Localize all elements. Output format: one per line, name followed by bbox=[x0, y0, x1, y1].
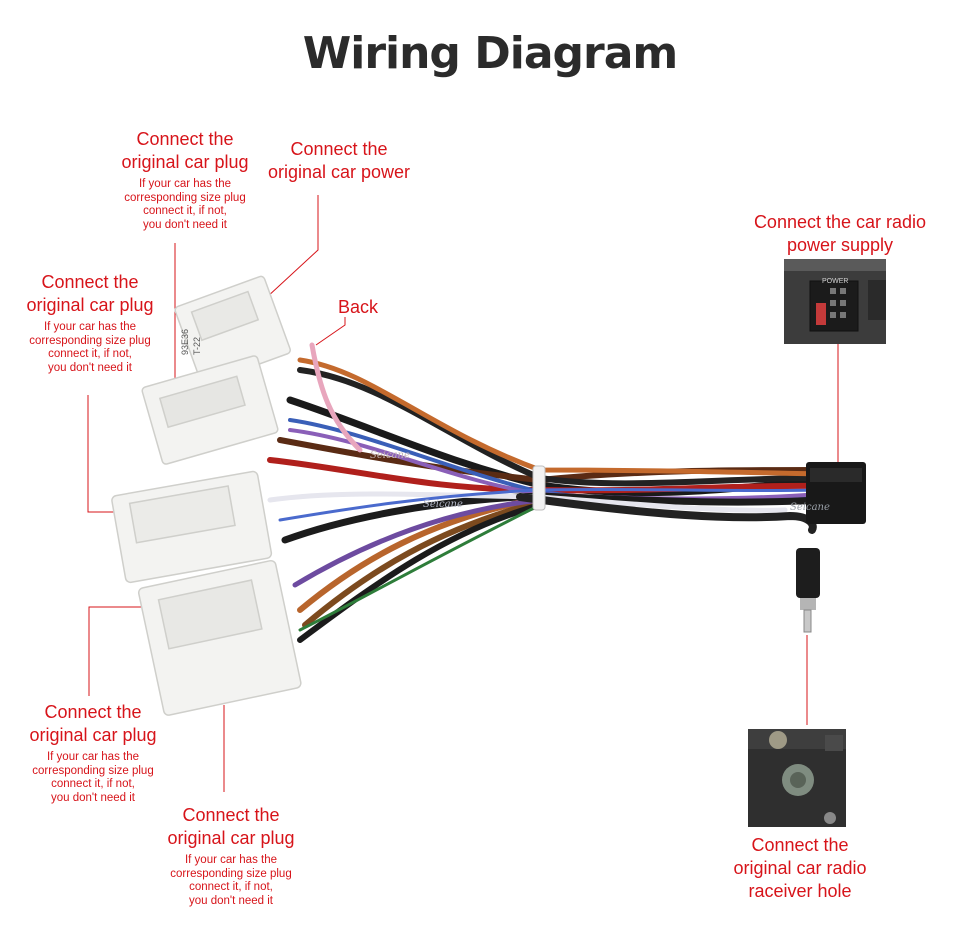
label-plug-bottom-left-heading: Connect the bbox=[44, 702, 142, 722]
label-plug-left-heading: Connect the bbox=[41, 272, 139, 292]
white-plug-2 bbox=[141, 355, 279, 465]
label-plug-top-note: If your car has the bbox=[138, 178, 232, 190]
label-plug-bottom-heading: Connect the bbox=[182, 805, 280, 825]
label-plug-bottom-left-heading: original car plug bbox=[29, 725, 157, 745]
label-plug-top-note: connect it, if not, bbox=[143, 205, 227, 217]
black-iso-connector bbox=[806, 462, 866, 524]
label-antenna-heading: raceiver hole bbox=[748, 881, 852, 901]
label-plug-top-heading: original car plug bbox=[121, 152, 249, 172]
label-radio-power-heading: power supply bbox=[786, 235, 894, 255]
label-plug-top-note: you don't need it bbox=[142, 218, 228, 231]
label-plug-bottom-left: Connect the original car plug If your ca… bbox=[8, 701, 178, 805]
label-plug-left-note: you don't need it bbox=[47, 361, 133, 374]
label-antenna-heading: Connect the bbox=[751, 835, 849, 855]
white-plug-4 bbox=[137, 559, 302, 716]
cable-tie bbox=[532, 465, 546, 511]
label-antenna: Connect the original car radio raceiver … bbox=[715, 834, 885, 903]
label-radio-power: Connect the car radio power supply bbox=[740, 211, 940, 257]
label-back: Back bbox=[326, 296, 390, 319]
label-back-heading: Back bbox=[337, 297, 379, 317]
leader-line-plug-bottom-left bbox=[88, 606, 145, 696]
wire-brown bbox=[302, 499, 543, 628]
label-plug-top: Connect the original car plug If your ca… bbox=[95, 128, 275, 232]
wire-pink-back bbox=[309, 342, 363, 453]
label-antenna-heading: original car radio bbox=[733, 858, 867, 878]
watermark-text: Seicane bbox=[790, 502, 830, 513]
label-plug-bottom-note: connect it, if not, bbox=[189, 881, 273, 893]
label-plug-left-note: If your car has the bbox=[43, 321, 137, 333]
label-plug-top-heading: Connect the bbox=[136, 129, 234, 149]
label-plug-bottom-note: you don't need it bbox=[188, 894, 274, 907]
power-socket-text: POWER bbox=[822, 278, 848, 285]
inset-photo-antenna-socket bbox=[748, 729, 846, 827]
label-plug-left-heading: original car plug bbox=[26, 295, 154, 315]
white-plug-3 bbox=[111, 470, 273, 584]
label-radio-power-heading: Connect the car radio bbox=[753, 212, 927, 232]
watermark-text: Seicane bbox=[423, 499, 463, 510]
label-plug-left: Connect the original car plug If your ca… bbox=[5, 271, 175, 375]
antenna-plug bbox=[796, 548, 820, 633]
wire-violet bbox=[292, 497, 543, 588]
watermark-text: Seicane bbox=[370, 450, 410, 461]
page-title: Wiring Diagram bbox=[302, 28, 679, 79]
label-plug-left-note: connect it, if not, bbox=[48, 348, 132, 360]
label-power-heading: Connect the bbox=[290, 139, 388, 159]
label-power-heading: original car power bbox=[267, 162, 411, 182]
label-plug-bottom-left-note: connect it, if not, bbox=[51, 778, 135, 790]
label-plug-bottom-heading: original car plug bbox=[167, 828, 295, 848]
label-plug-bottom-left-note: corresponding size plug bbox=[32, 764, 154, 777]
white-plugs bbox=[111, 275, 302, 716]
connector-sticker-text: 93E36 bbox=[180, 329, 190, 355]
leader-line-back bbox=[315, 317, 346, 346]
inset-photo-power-socket bbox=[784, 259, 886, 344]
wire-green bbox=[298, 503, 542, 632]
connector-sticker-text: T-22 bbox=[192, 337, 202, 355]
label-plug-left-note: corresponding size plug bbox=[29, 334, 151, 347]
wire-black bbox=[297, 502, 543, 643]
label-plug-bottom-note: If your car has the bbox=[184, 854, 278, 866]
label-plug-bottom-left-note: you don't need it bbox=[50, 791, 136, 804]
label-power: Connect the original car power bbox=[258, 138, 420, 184]
label-plug-bottom-left-note: If your car has the bbox=[46, 751, 140, 763]
label-plug-bottom-note: corresponding size plug bbox=[170, 867, 292, 880]
label-plug-bottom: Connect the original car plug If your ca… bbox=[146, 804, 316, 908]
label-plug-top-note: corresponding size plug bbox=[124, 191, 246, 204]
